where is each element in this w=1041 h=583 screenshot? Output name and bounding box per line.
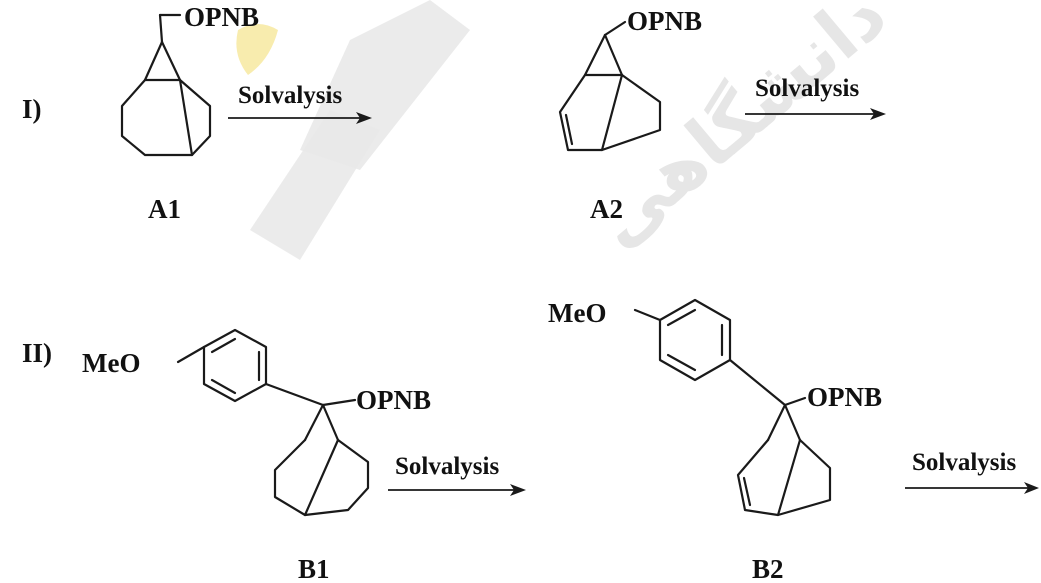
compound-A1-structure (120, 13, 212, 157)
row2-arrow1-label: Solvalysis (395, 453, 499, 480)
row1-arrow1-label: Solvalysis (238, 82, 342, 109)
row2-label: II) (22, 338, 52, 368)
A1-group: OPNB (184, 2, 259, 32)
A2-group: OPNB (627, 6, 702, 36)
row1-arrow2-label: Solvalysis (755, 75, 859, 102)
B1-group: OPNB (356, 385, 431, 415)
B2-group: OPNB (807, 382, 882, 412)
row2-arrow2-label: Solvalysis (912, 449, 1016, 476)
row2-arrow2-head (1024, 482, 1039, 494)
B2-substituent: MeO (548, 298, 606, 328)
B1-substituent: MeO (82, 348, 140, 378)
compound-B1-label: B1 (298, 554, 330, 583)
watermark-text: دانشگاهی (577, 0, 902, 263)
row1-arrow2-head (870, 108, 886, 120)
compound-A2-structure (558, 20, 662, 152)
compound-B2-structure (633, 298, 832, 517)
compound-B2-label: B2 (752, 554, 784, 583)
row2-arrow1-head (510, 484, 526, 496)
row1-arrow1-head (356, 112, 372, 124)
compound-A1-label: A1 (148, 194, 181, 224)
compound-B1-structure (176, 328, 370, 517)
compound-A2-label: A2 (590, 194, 623, 224)
row1-label: I) (22, 94, 42, 124)
